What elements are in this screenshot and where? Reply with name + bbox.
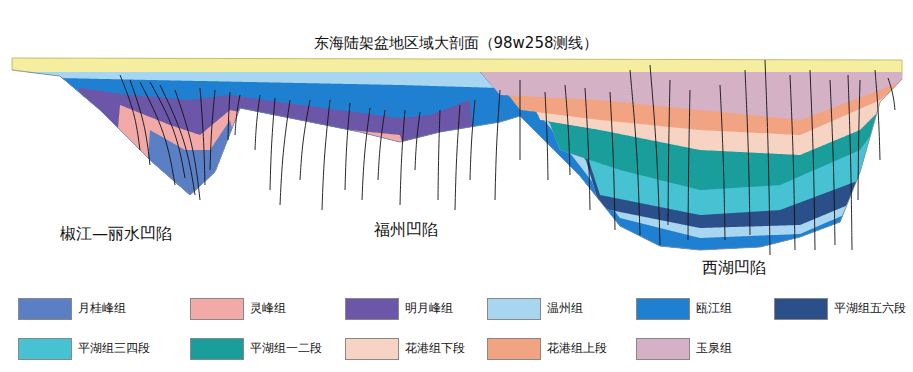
legend-label: 花港组下段 (405, 341, 465, 355)
legend-swatch (487, 338, 541, 360)
fault-line (790, 75, 795, 250)
fault-line (745, 70, 750, 235)
fault-line (362, 108, 370, 200)
fault-line (455, 105, 460, 210)
fault-line (610, 92, 615, 230)
fault-line (345, 103, 350, 190)
legend-swatch (636, 298, 690, 320)
region-label: 椒江—丽水凹陷 (58, 224, 174, 243)
fault-line (200, 88, 205, 185)
fault-line (688, 90, 690, 240)
legend-swatch (18, 338, 72, 360)
legend-label: 温州组 (547, 301, 583, 315)
fault-line (858, 80, 860, 200)
fault-line (888, 78, 895, 110)
legend-swatch (636, 338, 690, 360)
legend-label: 平湖组一二段 (250, 341, 322, 355)
fault-line (520, 80, 521, 160)
fault-line (630, 70, 640, 235)
fault-line (875, 70, 880, 160)
fault-line (848, 75, 852, 250)
legend-swatch (190, 338, 244, 360)
fault-line (585, 88, 590, 210)
fault-line (255, 95, 260, 150)
legend-swatch (774, 298, 828, 320)
legend-label: 平湖组五六段 (834, 301, 906, 315)
legend-label: 明月峰组 (405, 301, 453, 315)
fault-line (160, 85, 195, 195)
fault-line (300, 100, 310, 180)
legend-swatch (345, 338, 399, 360)
legend-label: 灵峰组 (250, 301, 286, 315)
fault-line (565, 85, 570, 175)
fault-line (438, 110, 440, 200)
legend-swatch (345, 298, 399, 320)
fault-line (830, 80, 835, 245)
fault-line (175, 90, 200, 200)
fault-line (470, 100, 475, 180)
fault-line (765, 60, 770, 255)
region-label: 福州凹陷 (372, 220, 440, 239)
legend-swatch (18, 298, 72, 320)
legend-swatch (487, 298, 541, 320)
legend-label: 月桂峰组 (78, 301, 126, 315)
fault-line (378, 110, 385, 180)
fault-line (210, 90, 215, 170)
legend-label: 瓯江组 (696, 301, 732, 315)
legend-label: 玉泉组 (696, 341, 732, 355)
fault-line (810, 70, 815, 250)
fault-line (400, 110, 405, 205)
fault-line (140, 82, 175, 185)
fault-line (270, 98, 275, 190)
fault-line (650, 65, 660, 245)
legend-label: 花港组上段 (547, 341, 607, 355)
diagram-title: 东海陆架盆地区域大剖面（98w258测线） (314, 34, 599, 52)
fault-line (228, 92, 230, 140)
legend-swatch (190, 298, 244, 320)
fault-line (322, 100, 330, 210)
fault-line (415, 112, 420, 170)
fault-line (720, 85, 725, 240)
legend-label: 平湖组三四段 (78, 341, 150, 355)
fault-line (280, 100, 290, 205)
faults (120, 60, 895, 255)
fault-line (545, 92, 548, 180)
fault-line (495, 90, 500, 200)
fault-line (130, 80, 150, 165)
fault-line (668, 80, 670, 225)
fault-line (235, 95, 240, 135)
fault-line (120, 75, 140, 150)
region-label: 西湖凹陷 (700, 258, 768, 277)
